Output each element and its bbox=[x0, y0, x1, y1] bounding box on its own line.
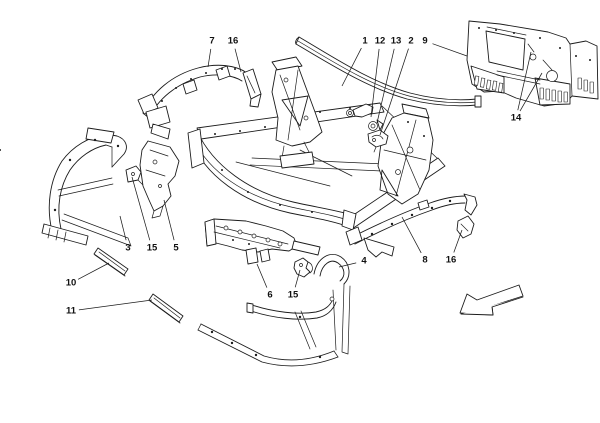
reinforcement-strip-11 bbox=[148, 293, 184, 324]
upper-crossmember bbox=[137, 64, 262, 140]
callout-label-1: 1 bbox=[362, 36, 368, 47]
callout-leader-line bbox=[119, 215, 127, 241]
side-panel-5 bbox=[139, 140, 180, 219]
wheel-arch-frame bbox=[41, 127, 132, 247]
callout-label-4: 4 bbox=[361, 256, 367, 267]
callout-leader-line bbox=[519, 72, 543, 112]
end-bracket-16b bbox=[456, 215, 475, 239]
reinforcement-strip-10 bbox=[93, 247, 129, 277]
callout-label-5: 5 bbox=[173, 243, 179, 254]
clamp-bracket-15b bbox=[293, 257, 313, 278]
callout-label-12: 12 bbox=[375, 36, 386, 47]
callout-leader-line bbox=[77, 262, 110, 280]
callout-label-6: 6 bbox=[267, 290, 272, 301]
callout-label-15: 15 bbox=[288, 290, 299, 301]
callout-label-3: 3 bbox=[125, 243, 130, 254]
callout-label-10: 10 bbox=[66, 278, 77, 289]
callout-label-14: 14 bbox=[511, 113, 522, 124]
callout-leader-line bbox=[256, 263, 268, 288]
callout-label-16: 16 bbox=[228, 36, 239, 47]
callout-leader-line bbox=[207, 48, 212, 68]
callout-label-7: 7 bbox=[209, 36, 214, 47]
left-shock-tower bbox=[271, 56, 323, 169]
side-rail-8 bbox=[345, 193, 478, 258]
callout-leader-line bbox=[78, 299, 153, 311]
callout-leader-line bbox=[234, 48, 242, 73]
callout-label-16: 16 bbox=[446, 255, 457, 266]
callout-leader-line bbox=[401, 216, 422, 254]
callout-label-8: 8 bbox=[422, 255, 427, 266]
callout-leader-line bbox=[294, 269, 301, 288]
firewall-panel bbox=[466, 20, 599, 107]
lower-frame-assembly-4 bbox=[197, 254, 351, 367]
front-arc-beam bbox=[295, 36, 482, 108]
callout-label-13: 13 bbox=[391, 36, 402, 47]
round-bracket-13 bbox=[368, 119, 384, 131]
callout-leader-line bbox=[341, 47, 362, 87]
callout-label-15: 15 bbox=[147, 243, 158, 254]
direction-arrow-icon bbox=[459, 284, 524, 316]
callout-leader-line bbox=[517, 51, 532, 111]
subframe-bracket-6 bbox=[204, 218, 321, 265]
callout-label-9: 9 bbox=[422, 36, 427, 47]
callout-label-2: 2 bbox=[408, 36, 413, 47]
callout-leader-line bbox=[370, 48, 380, 118]
hook-bracket-2 bbox=[367, 129, 389, 153]
callout-leader-line bbox=[453, 229, 463, 253]
right-shock-tower bbox=[377, 103, 434, 205]
callout-leader-line bbox=[432, 43, 468, 57]
callout-leader-line bbox=[131, 176, 151, 241]
callout-leader-line bbox=[338, 262, 357, 268]
callout-leader-line bbox=[163, 199, 175, 241]
lever-bracket-12 bbox=[346, 103, 374, 118]
callout-leader-line bbox=[379, 48, 409, 136]
callout-leader-line bbox=[376, 48, 395, 124]
clamp-bracket-15a bbox=[125, 165, 145, 187]
callout-label-11: 11 bbox=[66, 306, 77, 317]
